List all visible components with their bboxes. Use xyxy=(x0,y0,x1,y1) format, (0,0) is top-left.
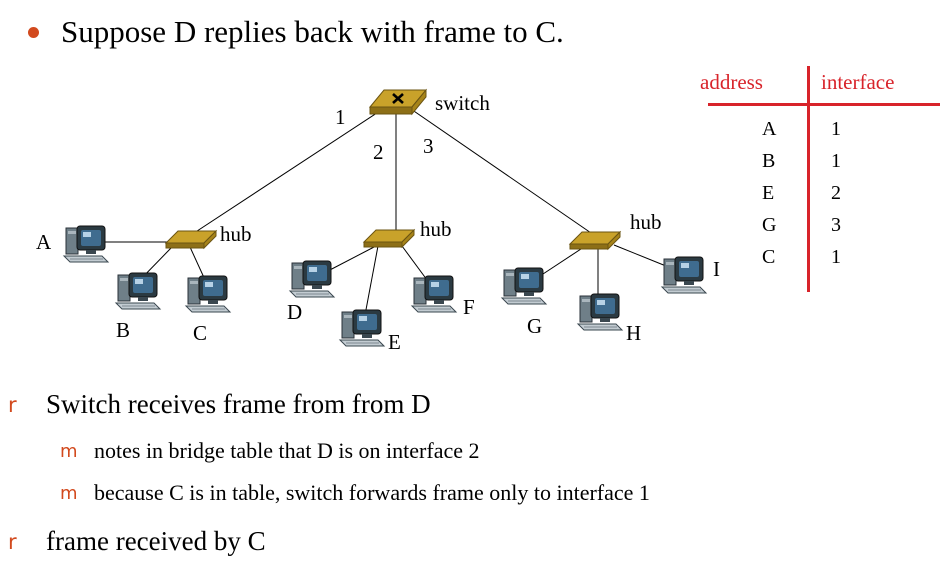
host-a-computer-icon xyxy=(63,225,109,263)
host-b-computer-icon xyxy=(115,272,161,310)
switch-label: switch xyxy=(435,91,490,115)
sub-bullet-item: m notes in bridge table that D is on int… xyxy=(0,438,480,464)
table-cell-address: G xyxy=(762,214,777,236)
table-header-address: address xyxy=(700,70,763,94)
table-header-interface: interface xyxy=(821,70,895,94)
links xyxy=(103,106,667,316)
link-hub2-e xyxy=(364,245,379,316)
bullet-marker-r: r xyxy=(8,392,17,417)
host-e-computer-icon xyxy=(339,309,385,347)
hub-icon xyxy=(569,231,621,250)
host-label-c: C xyxy=(193,321,208,345)
sub-bullet-text: notes in bridge table that D is on inter… xyxy=(94,438,480,463)
port-label-1: 1 xyxy=(335,105,346,129)
link-hub3-i xyxy=(613,244,667,267)
hub-icon xyxy=(165,230,217,249)
link-hub3-g xyxy=(542,246,585,275)
host-label-h: H xyxy=(626,321,642,345)
bullet-marker-m: m xyxy=(60,482,78,504)
bullet-item: r frame received by C xyxy=(0,526,266,557)
host-f-computer-icon xyxy=(411,275,457,313)
host-label-f: F xyxy=(463,295,475,319)
host-label-g: G xyxy=(527,314,543,338)
switch-icon xyxy=(368,88,428,116)
table-cell-address: E xyxy=(762,182,775,204)
slide-title: Suppose D replies back with frame to C. xyxy=(28,10,564,54)
title-bullet-icon xyxy=(28,26,39,38)
slide-title-text: Suppose D replies back with frame to C. xyxy=(61,14,564,49)
hub-icon xyxy=(363,229,415,248)
switch-table: address interface A 1 B 1 E 2 G 3 C 1 xyxy=(700,66,940,292)
hub-label-1: hub xyxy=(220,222,252,246)
port-label-2: 2 xyxy=(373,140,384,164)
table-cell-interface: 1 xyxy=(831,246,841,268)
sub-bullet-text: because C is in table, switch forwards f… xyxy=(94,480,650,505)
host-h-computer-icon xyxy=(577,293,623,331)
bullet-text: frame received by C xyxy=(46,526,266,556)
host-label-e: E xyxy=(388,330,401,354)
host-g-computer-icon xyxy=(501,267,547,305)
bullet-item: r Switch receives frame from from D xyxy=(0,389,431,420)
bullet-marker-r: r xyxy=(8,529,17,554)
host-label-d: D xyxy=(287,300,303,324)
bullet-marker-m: m xyxy=(60,440,78,462)
link-switch-hub1 xyxy=(190,106,387,236)
host-label-i: I xyxy=(713,257,720,281)
table-cell-interface: 1 xyxy=(831,150,841,172)
table-divider-vertical xyxy=(807,66,810,292)
bullet-text: Switch receives frame from from D xyxy=(46,389,431,419)
table-cell-address: C xyxy=(762,246,776,268)
sub-bullet-item: m because C is in table, switch forwards… xyxy=(0,480,650,506)
link-hub2-d xyxy=(325,245,377,273)
table-cell-interface: 2 xyxy=(831,182,841,204)
hub-label-2: hub xyxy=(420,217,452,241)
host-label-b: B xyxy=(116,318,131,342)
hub-label-3: hub xyxy=(630,210,662,234)
table-cell-address: A xyxy=(762,118,777,140)
host-c-computer-icon xyxy=(185,275,231,313)
host-label-a: A xyxy=(36,230,52,254)
link-switch-hub3 xyxy=(407,106,595,236)
table-cell-interface: 3 xyxy=(831,214,841,236)
port-label-3: 3 xyxy=(423,134,434,158)
table-divider-horizontal xyxy=(708,103,940,106)
host-d-computer-icon xyxy=(289,260,335,298)
table-cell-interface: 1 xyxy=(831,118,841,140)
table-cell-address: B xyxy=(762,150,776,172)
